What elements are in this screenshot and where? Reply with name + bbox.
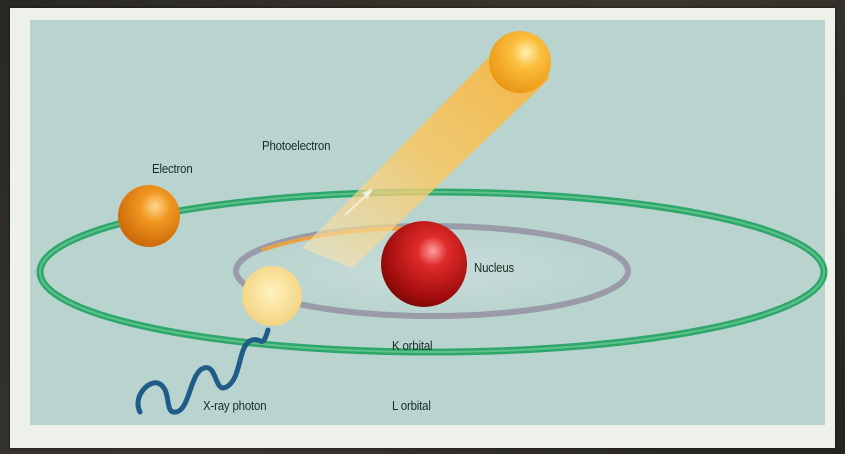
nucleus (381, 221, 467, 307)
electron (118, 185, 180, 247)
photoelectron-label: Photoelectron (262, 138, 330, 153)
nucleus-label: Nucleus (474, 260, 514, 275)
k-shell-vacancy (242, 266, 302, 326)
k-orbital-label: K orbital (392, 338, 432, 353)
electron-label: Electron (152, 161, 193, 176)
xray-photon-label: X-ray photon (203, 398, 266, 413)
l-orbital-label: L orbital (392, 398, 431, 413)
photoelectron (489, 31, 551, 93)
